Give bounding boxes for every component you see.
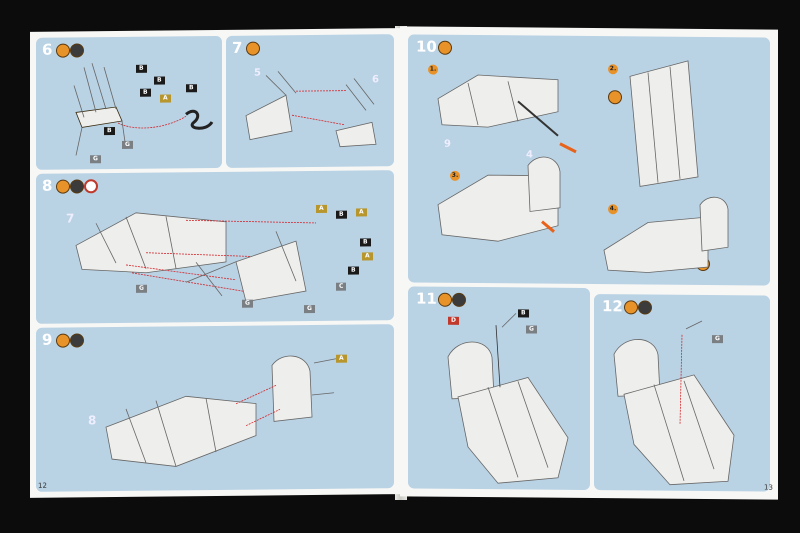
step-7-panel: 7 5 6 — [226, 34, 394, 168]
step-10-illustration — [437, 60, 729, 273]
step-11-panel: 11 D B G — [408, 286, 590, 491]
step-9-panel: 9 8 A — [36, 324, 394, 492]
step-8-illustration — [75, 212, 317, 303]
part-tag: B — [136, 64, 147, 73]
left-page: 6 B B B A B B G G 7 5 6 — [30, 28, 400, 498]
part-tag: A — [356, 208, 367, 217]
part-tag: G — [242, 299, 253, 308]
part-tag: B — [360, 238, 371, 247]
part-tag: A — [316, 204, 327, 213]
part-tag: G — [304, 304, 315, 314]
part-tag: B — [336, 210, 347, 219]
step-12-illustration — [613, 320, 735, 486]
step-12-panel: 12 G — [594, 294, 770, 492]
part-tag: G — [136, 284, 147, 293]
step-6-panel: 6 B B B A B B G G — [36, 35, 222, 170]
part-tag: A — [362, 252, 373, 261]
part-tag: C — [336, 282, 347, 291]
part-tag: B — [140, 88, 151, 97]
step-6-illustration — [73, 63, 214, 156]
page-number: 13 — [764, 483, 773, 492]
right-page: 10 1. 2. 3. 4. 9 4 11 D B — [400, 26, 778, 500]
step-10-panel: 10 1. 2. 3. 4. 9 4 — [408, 34, 770, 286]
part-tag: B — [186, 84, 197, 93]
part-tag: A — [336, 354, 347, 363]
part-tag: A — [160, 94, 171, 103]
step-9-illustration — [105, 355, 337, 467]
part-tag: B — [104, 127, 115, 136]
page-number: 12 — [38, 481, 47, 490]
step-7-illustration — [245, 71, 377, 148]
part-tag: B — [154, 76, 165, 85]
part-tag: B — [348, 266, 359, 275]
step-8-panel: 8 7 A B A B A C B G G G — [36, 170, 394, 324]
part-tag: G — [122, 140, 133, 149]
step-11-illustration — [447, 313, 569, 484]
part-tag: G — [90, 155, 101, 164]
